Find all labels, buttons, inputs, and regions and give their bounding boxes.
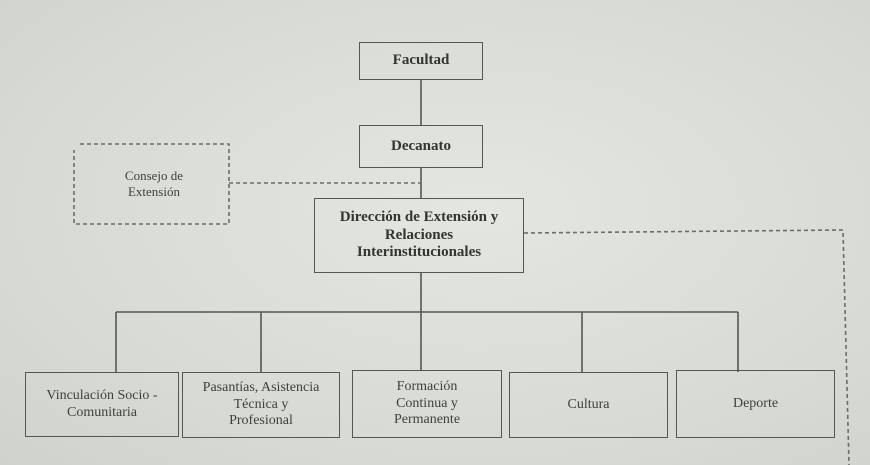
decanato-box: Decanato	[359, 125, 483, 168]
unit-box-pasantias: Pasantías, Asistencia Técnica y Profesio…	[182, 372, 340, 438]
direccion-label: Dirección de Extensión y Relaciones Inte…	[339, 208, 499, 261]
consejo-dashed-box	[73, 143, 230, 225]
unit-box-vinculacion: Vinculación Socio - Comunitaria	[25, 372, 179, 437]
unit-label-cultura: Cultura	[567, 396, 610, 412]
facultad-box: Facultad	[359, 42, 483, 80]
unit-box-cultura: Cultura	[509, 372, 668, 438]
unit-box-deporte: Deporte	[676, 370, 835, 438]
unit-label-deporte: Deporte	[732, 395, 779, 411]
unit-box-formacion: Formación Continua y Permanente	[352, 370, 502, 438]
direccion-box: Dirección de Extensión y Relaciones Inte…	[314, 198, 524, 273]
consejo-label: Consejo de Extensión	[124, 167, 184, 199]
unit-label-vinculacion: Vinculación Socio - Comunitaria	[46, 387, 158, 420]
facultad-label: Facultad	[392, 52, 450, 69]
unit-label-formacion: Formación Continua y Permanente	[393, 379, 461, 428]
consejo-box: Consejo de Extensión	[80, 146, 228, 222]
unit-label-pasantias: Pasantías, Asistencia Técnica y Profesio…	[202, 380, 320, 429]
direccion-dashed-connector	[523, 229, 850, 465]
decanato-label: Decanato	[391, 137, 451, 154]
